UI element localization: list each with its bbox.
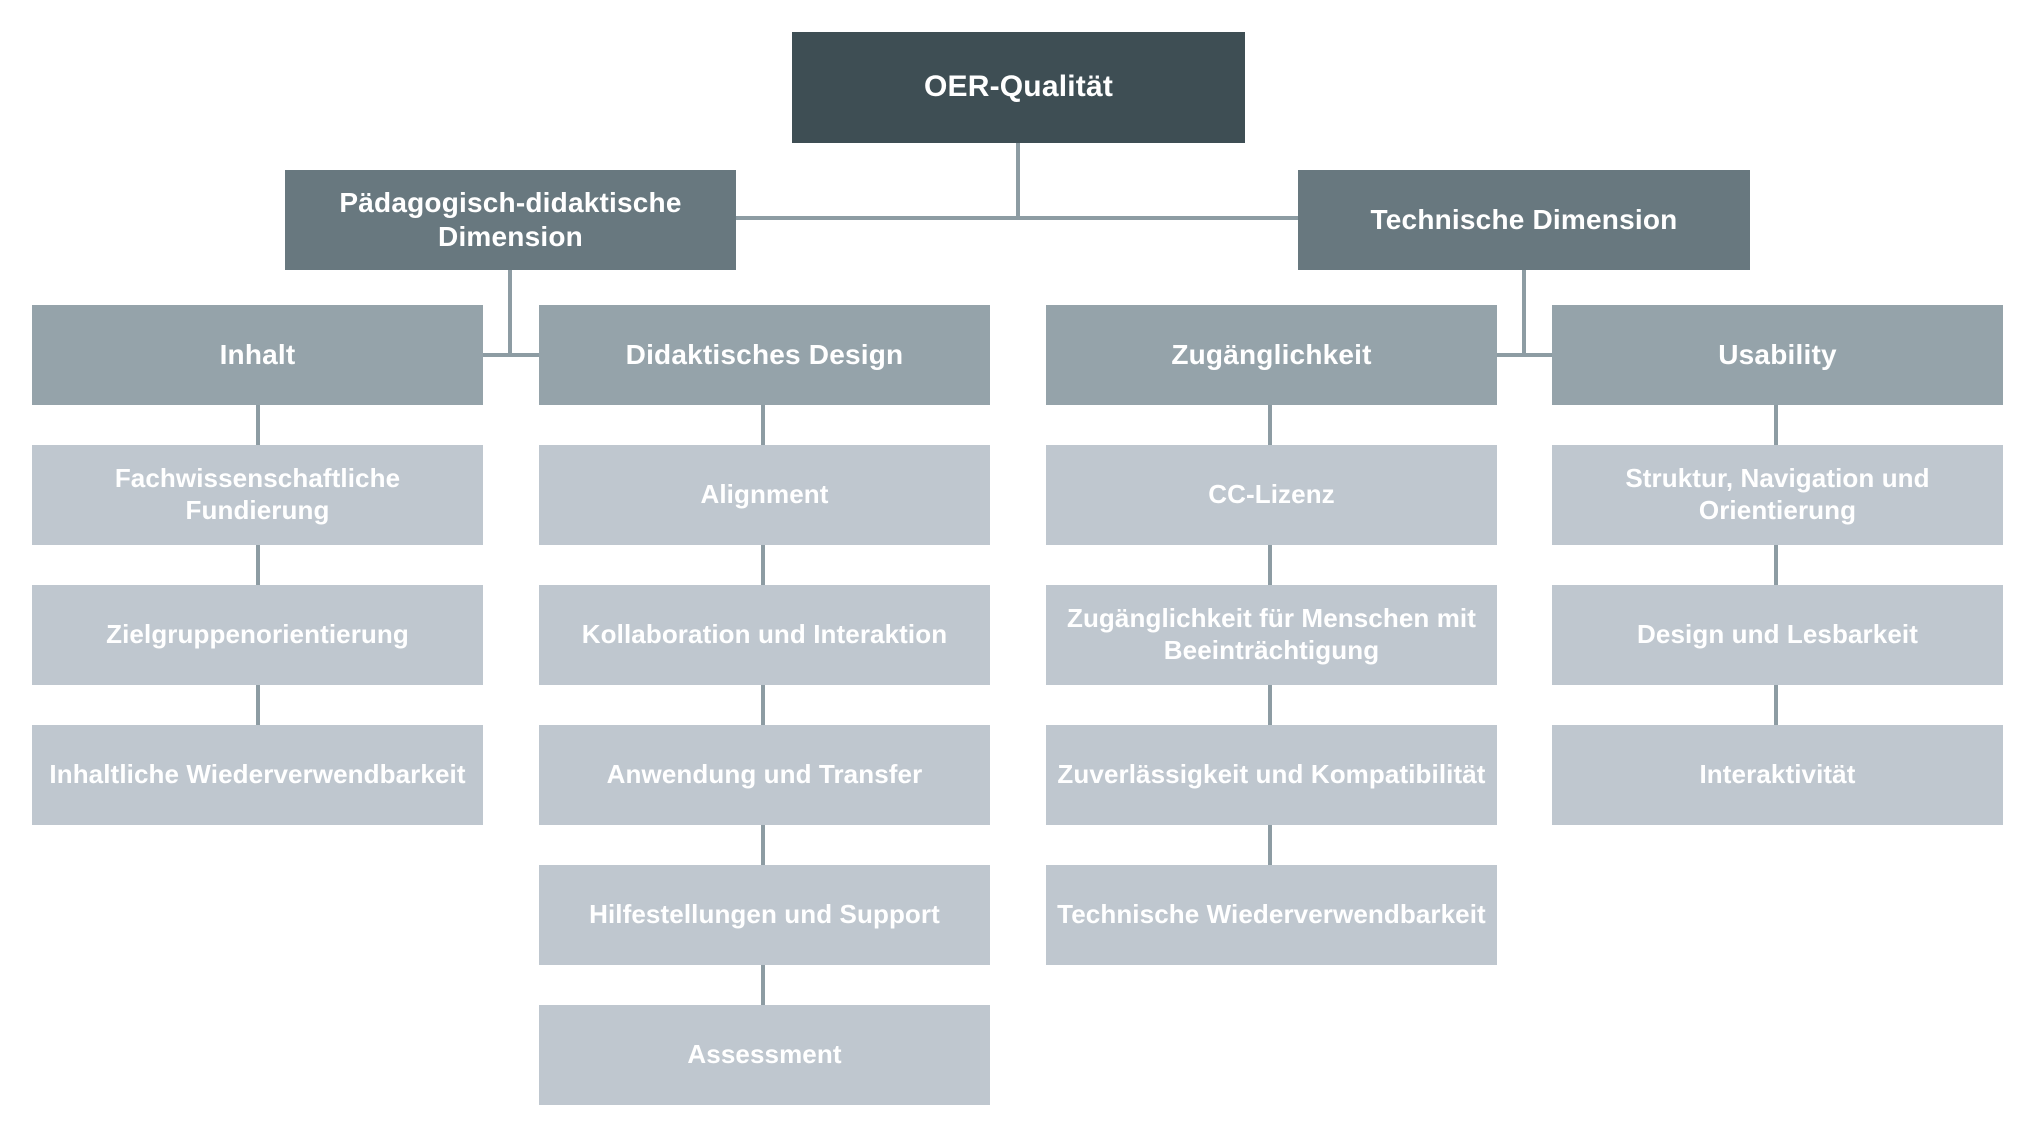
connector-pedagogic-stem [508, 270, 512, 354]
node-technische-dimension[interactable]: Technische Dimension [1298, 170, 1750, 270]
node-criterion-assessment[interactable]: Assessment [539, 1005, 990, 1105]
node-criterion-zugaenglichkeit-fuer-menschen-mit-beeintraechtigung[interactable]: Zugänglichkeit für Menschen mit Beeinträ… [1046, 585, 1497, 685]
node-criterion-kollaboration-und-interaktion[interactable]: Kollaboration und Interaktion [539, 585, 990, 685]
node-paedagogisch-didaktische-dimension[interactable]: Pädagogisch-didaktische Dimension [285, 170, 736, 270]
node-criterion-anwendung-und-transfer[interactable]: Anwendung und Transfer [539, 725, 990, 825]
connector-technical-stem [1522, 270, 1526, 354]
node-category-zugaenglichkeit[interactable]: Zugänglichkeit [1046, 305, 1497, 405]
node-criterion-cc-lizenz[interactable]: CC-Lizenz [1046, 445, 1497, 545]
connector-dimension-bus [736, 216, 1300, 220]
node-category-usability[interactable]: Usability [1552, 305, 2003, 405]
node-criterion-interaktivitaet[interactable]: Interaktivität [1552, 725, 2003, 825]
node-criterion-zuverlaessigkeit-und-kompatibilitaet[interactable]: Zuverlässigkeit und Kompatibilität [1046, 725, 1497, 825]
node-criterion-design-und-lesbarkeit[interactable]: Design und Lesbarkeit [1552, 585, 2003, 685]
connector-root-stem [1016, 143, 1020, 220]
node-criterion-alignment[interactable]: Alignment [539, 445, 990, 545]
node-criterion-hilfestellungen-und-support[interactable]: Hilfestellungen und Support [539, 865, 990, 965]
node-oer-qualitaet[interactable]: OER-Qualität [792, 32, 1245, 143]
node-criterion-inhaltliche-wiederverwendbarkeit[interactable]: Inhaltliche Wiederverwendbarkeit [32, 725, 483, 825]
connector-pedagogic-bus [483, 353, 539, 357]
node-category-didaktisches-design[interactable]: Didaktisches Design [539, 305, 990, 405]
node-criterion-fachwissenschaftliche-fundierung[interactable]: Fachwissenschaftliche Fundierung [32, 445, 483, 545]
node-criterion-struktur-navigation-und-orientierung[interactable]: Struktur, Navigation und Orientierung [1552, 445, 2003, 545]
node-criterion-technische-wiederverwendbarkeit[interactable]: Technische Wiederverwendbarkeit [1046, 865, 1497, 965]
node-criterion-zielgruppenorientierung[interactable]: Zielgruppenorientierung [32, 585, 483, 685]
node-category-inhalt[interactable]: Inhalt [32, 305, 483, 405]
connector-technical-bus [1495, 353, 1553, 357]
connector-column-zugaenglichkeit [1268, 405, 1272, 965]
